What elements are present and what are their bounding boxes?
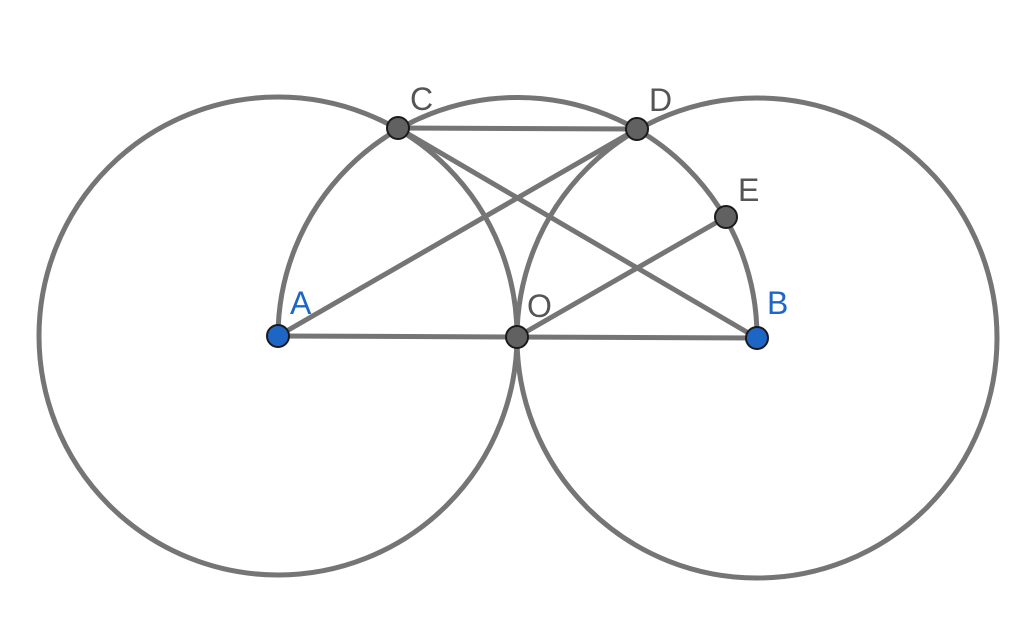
label-d: D xyxy=(649,82,672,118)
label-a: A xyxy=(290,285,312,321)
segment-o-e xyxy=(514,214,729,340)
point-b[interactable] xyxy=(745,326,769,350)
point-o[interactable] xyxy=(505,325,529,349)
points-layer xyxy=(266,116,769,350)
point-e[interactable] xyxy=(714,205,738,229)
label-b: B xyxy=(767,285,788,321)
segments-layer xyxy=(275,125,760,341)
label-e: E xyxy=(738,172,759,208)
segment-c-d xyxy=(395,125,640,132)
point-d[interactable] xyxy=(625,117,649,141)
point-a[interactable] xyxy=(266,324,290,348)
segment-a-o xyxy=(275,333,520,340)
segment-o-b xyxy=(514,334,760,341)
label-c: C xyxy=(410,81,433,117)
segment-a-d xyxy=(275,126,640,339)
label-o: O xyxy=(527,288,552,324)
segment-c-b xyxy=(395,125,760,341)
point-c[interactable] xyxy=(386,116,410,140)
labels-layer: A B O C D E xyxy=(290,81,788,324)
